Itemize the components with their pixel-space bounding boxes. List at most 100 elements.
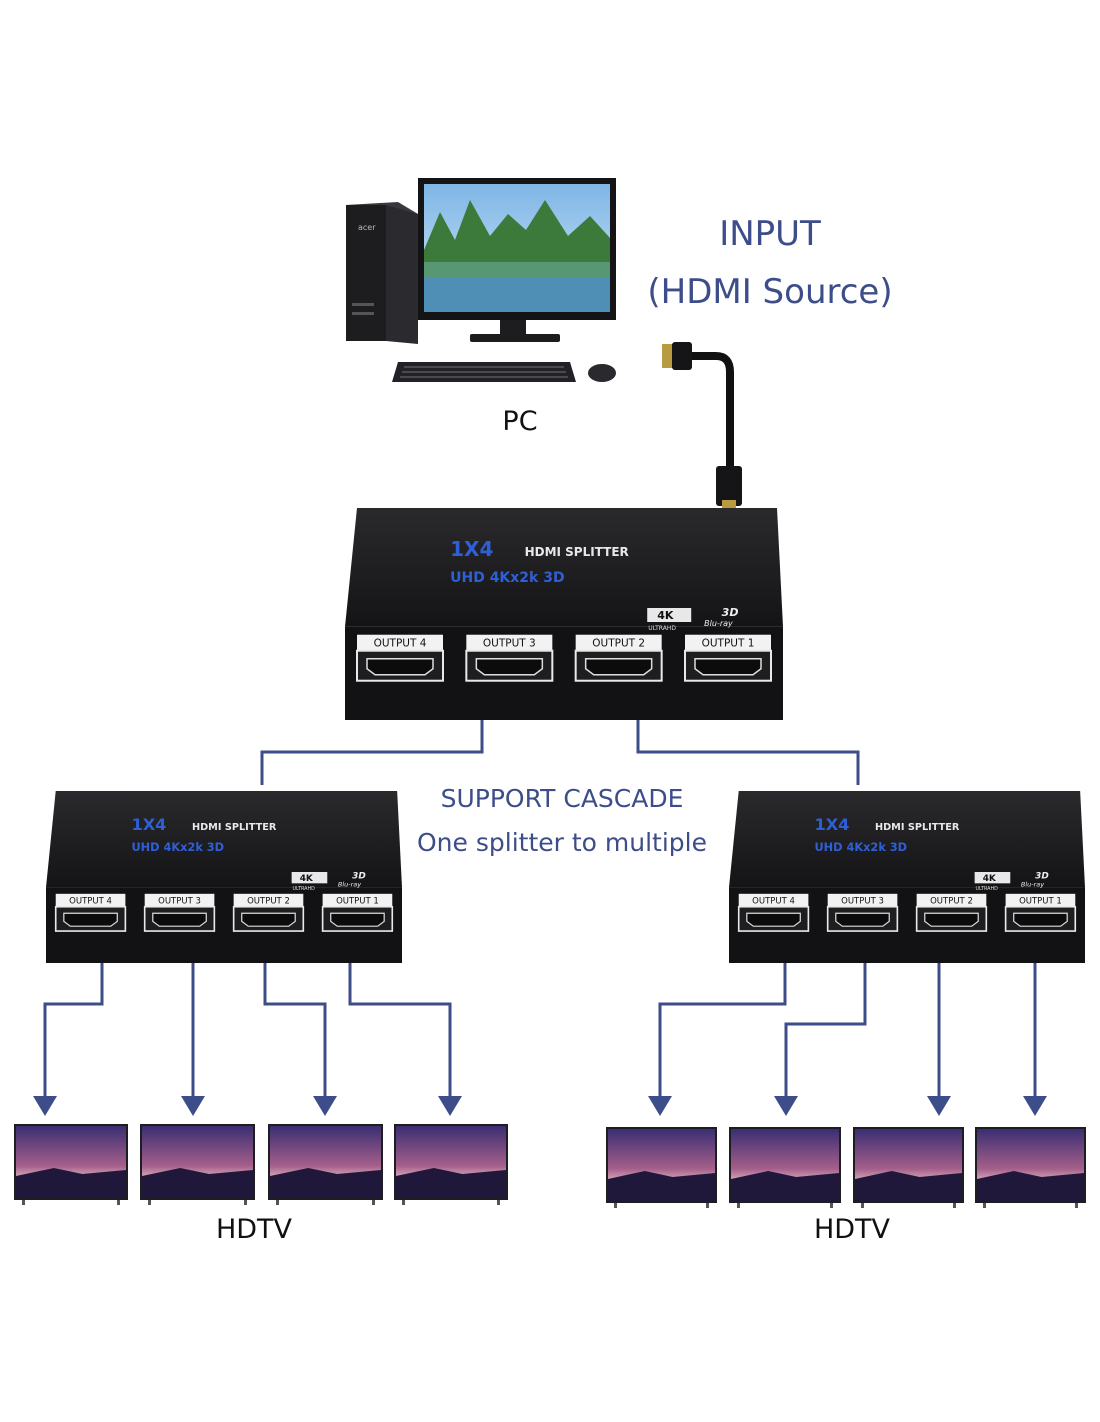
hdtv xyxy=(853,1127,964,1208)
port-opening xyxy=(152,912,207,927)
arrow-head xyxy=(438,1096,462,1116)
arrow-head xyxy=(927,1096,951,1116)
hdmi-port: OUTPUT 3 xyxy=(465,634,554,682)
badge-4k: 4K xyxy=(657,609,674,622)
port-label: OUTPUT 3 xyxy=(841,897,884,907)
port-label: OUTPUT 2 xyxy=(592,638,645,650)
arrow-head xyxy=(774,1096,798,1116)
hdtv-foot xyxy=(148,1200,151,1205)
port-label-box xyxy=(55,893,126,907)
hdmi-port: OUTPUT 4 xyxy=(356,634,444,682)
hdmi-port: OUTPUT 2 xyxy=(574,634,663,682)
badge-3d: 3D xyxy=(722,606,739,619)
splitter-spec: UHD 4Kx2k 3D xyxy=(131,840,224,854)
hdtv-foot xyxy=(372,1200,375,1205)
hdtv-foot xyxy=(497,1200,500,1205)
badge-ultrahd: ULTRAHD xyxy=(292,886,315,892)
port-label-box xyxy=(144,893,215,907)
hdtv-foot xyxy=(402,1200,405,1205)
hdtv-landscape xyxy=(142,1168,253,1198)
port-label: OUTPUT 2 xyxy=(930,897,973,907)
badge-bluray: Blu-ray xyxy=(704,619,733,628)
hdtv xyxy=(394,1124,508,1205)
hdtv-screens xyxy=(14,1124,1086,1208)
splitter-model: 1X4 xyxy=(450,537,493,561)
cascade-title: SUPPORT CASCADE xyxy=(440,784,684,813)
hdtv-foot xyxy=(953,1203,956,1208)
hdtv-landscape xyxy=(608,1171,715,1201)
port-label: OUTPUT 1 xyxy=(1019,897,1062,907)
splitter-name: HDMI SPLITTER xyxy=(875,822,960,833)
badge-3d: 3D xyxy=(352,871,366,881)
port-label-box xyxy=(1005,893,1076,907)
port-label-box xyxy=(827,893,898,907)
cascade-lines xyxy=(260,720,860,785)
output-lines-right xyxy=(658,963,1037,1102)
badge-4k: 4K xyxy=(300,874,314,884)
badge-ultrahd: ULTRAHD xyxy=(975,886,998,892)
port-label: OUTPUT 3 xyxy=(158,897,201,907)
hdmi-port: OUTPUT 3 xyxy=(143,893,216,932)
port-label: OUTPUT 3 xyxy=(483,638,536,650)
port-label-box xyxy=(738,893,809,907)
arrow-head xyxy=(648,1096,672,1116)
arrow-head xyxy=(1023,1096,1047,1116)
port-label: OUTPUT 4 xyxy=(752,897,795,907)
pc-mouse xyxy=(588,364,616,382)
splitter-top xyxy=(729,791,1085,888)
port-label-box xyxy=(466,634,553,651)
port-label-box xyxy=(357,634,443,651)
arrowheads xyxy=(33,1096,1047,1116)
port-label-box xyxy=(233,893,304,907)
badge-4k-box xyxy=(647,608,692,622)
hdtv-foot xyxy=(983,1203,986,1208)
port-label-box xyxy=(322,893,393,907)
splitter-model: 1X4 xyxy=(131,815,166,834)
port-label-box xyxy=(685,634,771,651)
hdtv-foot xyxy=(737,1203,740,1208)
arrow-head xyxy=(33,1096,57,1116)
hdtv-foot xyxy=(861,1203,864,1208)
port-opening xyxy=(694,657,762,676)
port-label: OUTPUT 1 xyxy=(702,638,755,650)
arrow-head xyxy=(313,1096,337,1116)
hdtv-landscape xyxy=(270,1168,381,1198)
pc-brand: acer xyxy=(358,223,376,232)
hdtv xyxy=(606,1127,717,1208)
splitter-spec: UHD 4Kx2k 3D xyxy=(814,840,907,854)
hdtv-foot xyxy=(614,1203,617,1208)
hdtv xyxy=(975,1127,1086,1208)
hdtv-foot xyxy=(1075,1203,1078,1208)
splitter-top xyxy=(46,791,402,888)
port-opening xyxy=(1013,912,1068,927)
hdtv-foot xyxy=(117,1200,120,1205)
hdtv-foot xyxy=(706,1203,709,1208)
pc-monitor xyxy=(418,178,616,342)
hdmi-port: OUTPUT 1 xyxy=(1004,893,1077,932)
cascade-subtitle: One splitter to multiple xyxy=(417,828,707,857)
hdmi-port: OUTPUT 1 xyxy=(684,634,772,682)
hdtv xyxy=(140,1124,255,1205)
badge-bluray: Blu-ray xyxy=(338,881,361,889)
output-lines-left xyxy=(43,963,452,1102)
badge-bluray: Blu-ray xyxy=(1021,881,1044,889)
hdmi-port: OUTPUT 3 xyxy=(826,893,899,932)
port-opening xyxy=(746,912,801,927)
port-label: OUTPUT 4 xyxy=(374,638,427,650)
input-title: INPUT xyxy=(719,214,821,254)
hdmi-port: OUTPUT 2 xyxy=(915,893,988,932)
splitter-name: HDMI SPLITTER xyxy=(525,545,629,559)
port-opening xyxy=(835,912,890,927)
hdmi-port: OUTPUT 2 xyxy=(232,893,305,932)
hdtv-landscape xyxy=(396,1168,506,1198)
port-opening xyxy=(330,912,385,927)
port-opening xyxy=(924,912,979,927)
hdtv-foot xyxy=(22,1200,25,1205)
port-opening xyxy=(366,657,434,676)
pc-keyboard xyxy=(392,362,576,382)
hdtv-foot xyxy=(244,1200,247,1205)
hdtv xyxy=(268,1124,383,1205)
port-opening xyxy=(241,912,296,927)
